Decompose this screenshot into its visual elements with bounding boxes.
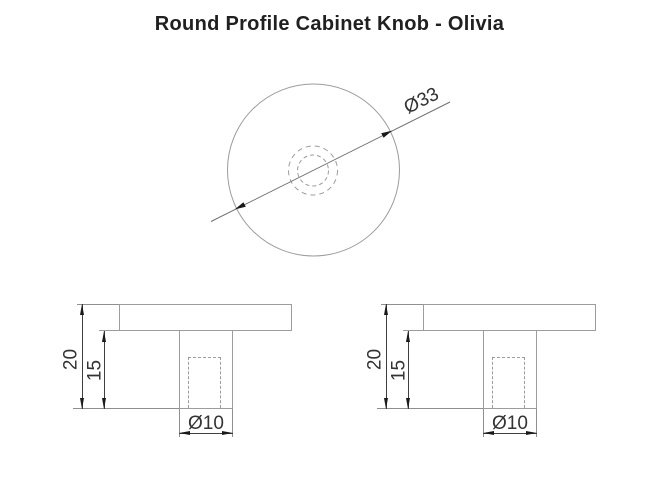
drawing-title: Round Profile Cabinet Knob - Olivia (154, 13, 505, 35)
overall-height-arrow-top (384, 304, 388, 315)
stem-dia-arrow-left (483, 431, 494, 435)
stem-height-arrow-top (406, 331, 410, 342)
diameter-arrowhead-lower (234, 202, 246, 210)
hole-hidden-circle (297, 154, 329, 187)
stem-dia-dim-label: Ø10 (188, 413, 224, 434)
overall-height-arrow-top (80, 304, 84, 315)
bottom-extension-line (73, 408, 179, 409)
knob-stem-outline (483, 331, 537, 409)
top-extension-line (381, 304, 423, 305)
stem-dia-extension-left (179, 409, 180, 437)
overall-height-arrow-bottom (80, 398, 84, 409)
stem-height-arrow-top (102, 331, 106, 342)
overall-height-dim-label: 20 (364, 348, 386, 371)
stem-height-arrow-bottom (102, 398, 106, 409)
top-extension-line (77, 304, 119, 305)
overall-height-dim-line (82, 304, 83, 409)
diameter-dimension-line (210, 101, 451, 222)
stem-hidden-circle (288, 145, 338, 196)
side-view: 20 15 Ø10 (364, 296, 599, 446)
stem-hole-hidden-outline (492, 357, 525, 408)
head-bottom-extension-line (403, 330, 423, 331)
knob-head-outline (119, 304, 292, 331)
bottom-extension-line (377, 408, 483, 409)
stem-dia-dim-label: Ø10 (492, 413, 528, 434)
stem-hole-hidden-outline (188, 357, 221, 408)
head-bottom-extension-line (99, 330, 119, 331)
front-view: 20 15 Ø10 (60, 296, 295, 446)
stem-height-dim-line (408, 331, 409, 409)
stem-dia-extension-right (536, 409, 537, 437)
stem-height-arrow-bottom (406, 398, 410, 409)
stem-dia-arrow-right (526, 431, 537, 435)
diameter-dim-label: Ø33 (401, 84, 443, 119)
knob-stem-outline (179, 331, 233, 409)
diameter-arrowhead-upper (381, 130, 393, 138)
overall-height-dim-line (386, 304, 387, 409)
stem-dia-arrow-right (222, 431, 233, 435)
stem-dia-extension-right (232, 409, 233, 437)
knob-head-outline (423, 304, 596, 331)
stem-dia-extension-left (483, 409, 484, 437)
stem-height-dim-label: 15 (388, 359, 410, 382)
stem-height-dim-label: 15 (84, 359, 106, 382)
stem-dia-dim-line (483, 433, 537, 434)
overall-height-dim-label: 20 (60, 348, 82, 371)
stem-height-dim-line (104, 331, 105, 409)
knob-outer-circle (227, 83, 400, 257)
overall-height-arrow-bottom (384, 398, 388, 409)
stem-dia-arrow-left (179, 431, 190, 435)
stem-dia-dim-line (179, 433, 233, 434)
